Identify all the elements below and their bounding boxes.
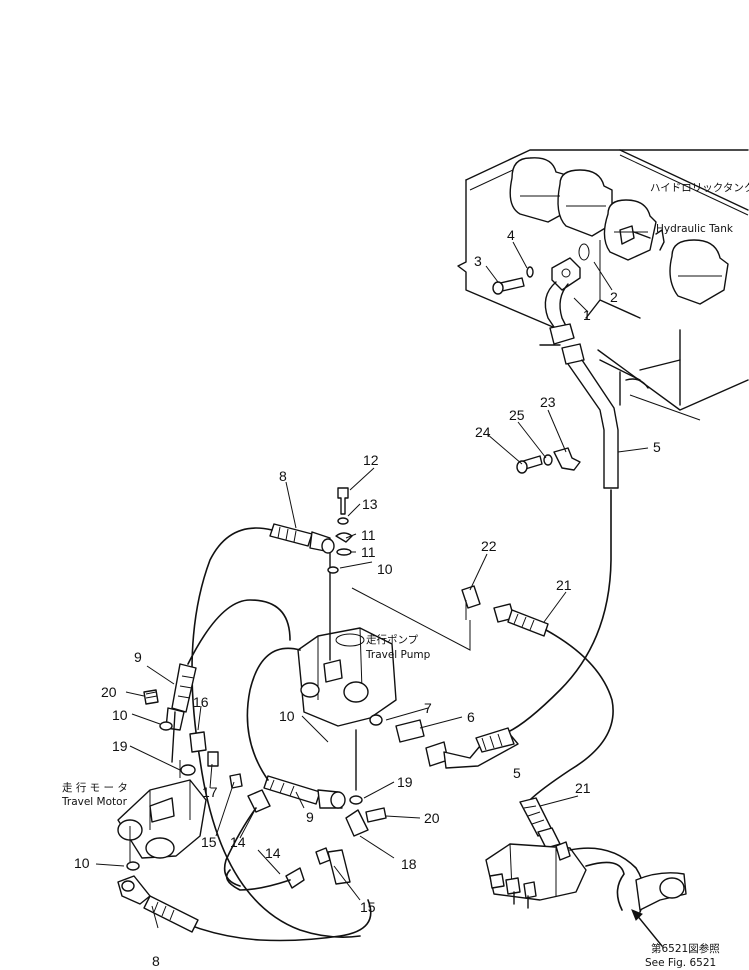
callout-4: 4 [507, 227, 515, 243]
see-fig-label-jp: 第6521図参照 [651, 942, 720, 955]
callout-17: 17 [202, 784, 218, 800]
callout-24: 24 [475, 424, 491, 440]
callout-9-upper: 9 [134, 649, 142, 665]
suction-tube [492, 243, 590, 365]
see-fig-arrow [635, 913, 663, 947]
hose-5-upper [499, 359, 619, 736]
callout-11-b: 11 [361, 544, 376, 560]
hose-8 [117, 523, 372, 942]
lower-center-fittings [223, 729, 387, 891]
callout-23: 23 [540, 394, 556, 410]
callout-7: 7 [424, 700, 432, 716]
callout-9-lower: 9 [306, 809, 314, 825]
callout-10-top: 10 [377, 561, 393, 577]
callout-15-upper: 15 [201, 834, 217, 850]
callout-6: 6 [467, 709, 475, 725]
callout-11-a: 11 [361, 527, 376, 543]
hose-21 [461, 585, 614, 849]
callout-14-lower: 14 [265, 845, 281, 861]
hydraulic-tank [457, 149, 749, 421]
travel-pump [297, 539, 471, 727]
motor-fittings [126, 689, 271, 871]
control-valve [485, 841, 687, 913]
callout-21-upper: 21 [556, 577, 572, 593]
callout-22: 22 [481, 538, 497, 554]
hose-6-5 [369, 714, 519, 769]
callouts: 1 2 3 4 5 5 6 7 8 8 9 9 10 10 10 10 11 1… [74, 227, 661, 969]
callout-8-upper: 8 [279, 468, 287, 484]
callout-5-upper: 5 [653, 439, 661, 455]
callout-25: 25 [509, 407, 525, 423]
callout-1: 1 [583, 307, 591, 323]
callout-10-motor: 10 [112, 707, 128, 723]
callout-19-motor: 19 [112, 738, 128, 754]
hydraulic-tank-label-jp: ハイドロリックタンク [650, 182, 749, 194]
callout-10-lower: 10 [74, 855, 90, 871]
callout-20-lower: 20 [424, 810, 440, 826]
text-labels: ハイドロリックタンク Hydraulic Tank 走行ポンプ Travel P… [61, 182, 749, 969]
callout-21-lower: 21 [575, 780, 591, 796]
travel-pump-label-en: Travel Pump [365, 649, 431, 661]
leader-lines [95, 241, 649, 929]
callout-14-upper: 14 [230, 834, 246, 850]
see-fig-arrowhead [631, 909, 643, 921]
see-fig-label-en: See Fig. 6521 [645, 957, 716, 969]
pump-fittings [327, 487, 353, 574]
callout-19-lower: 19 [397, 774, 413, 790]
callout-10-pump: 10 [279, 708, 295, 724]
travel-motor-label-en: Travel Motor [61, 796, 128, 808]
callout-18: 18 [401, 856, 417, 872]
travel-pump-label-jp: 走行ポンプ [366, 633, 419, 646]
callout-20-motor: 20 [101, 684, 117, 700]
callout-3: 3 [474, 253, 482, 269]
callout-16: 16 [193, 694, 209, 710]
callout-12: 12 [363, 452, 379, 468]
callout-15-lower: 15 [360, 899, 376, 915]
callout-13: 13 [362, 496, 378, 512]
callout-5-lower: 5 [513, 765, 521, 781]
callout-2: 2 [610, 289, 618, 305]
hydraulic-tank-label-en: Hydraulic Tank [656, 223, 734, 235]
travel-motor-label-jp: 走 行 モ ー タ [62, 781, 128, 794]
travel-motor [117, 711, 207, 866]
callout-8-lower: 8 [152, 953, 160, 969]
